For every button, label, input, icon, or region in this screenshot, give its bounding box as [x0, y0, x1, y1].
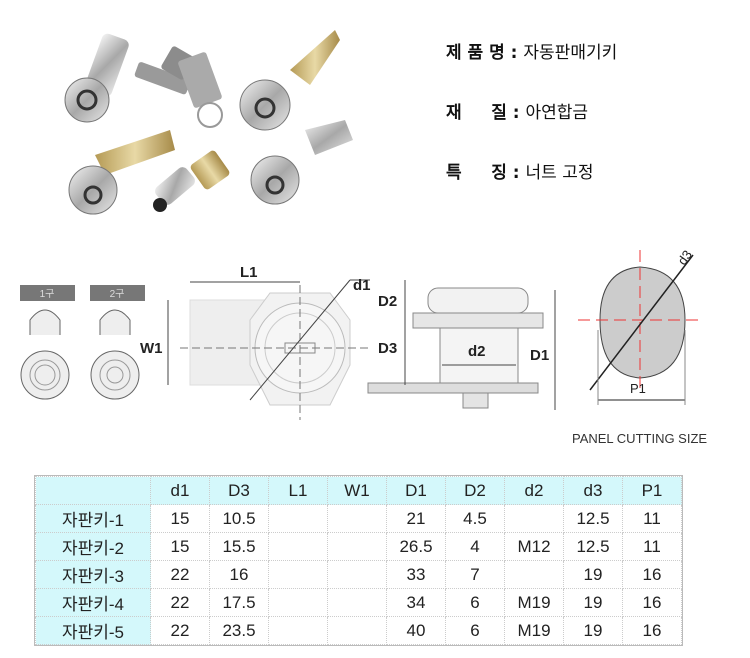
table-cell — [327, 588, 387, 617]
spec-product-name: 제 품 명 : 자동판매기키 — [446, 43, 618, 63]
table-cell: 22 — [150, 616, 210, 645]
cam-lock-photo-2 — [239, 30, 340, 131]
table-cell: 34 — [386, 588, 446, 617]
table-cell: 15 — [150, 532, 210, 561]
side-view — [367, 280, 556, 410]
column-header: d1 — [150, 476, 210, 505]
row-header: 자판키-4 — [35, 588, 151, 617]
table-cell: 16 — [209, 560, 269, 589]
table-cell — [504, 560, 564, 589]
table-cell: 6 — [445, 588, 505, 617]
row-header: 자판키-2 — [35, 532, 151, 561]
table-cell — [327, 532, 387, 561]
table-cell — [268, 588, 328, 617]
table-cell: 4.5 — [445, 504, 505, 533]
column-header: P1 — [622, 476, 682, 505]
column-header: D2 — [445, 476, 505, 505]
table-cell: 19 — [563, 560, 623, 589]
keys-photo — [134, 46, 223, 128]
column-header: D3 — [209, 476, 269, 505]
table-cell: M12 — [504, 532, 564, 561]
table-cell: 16 — [622, 616, 682, 645]
svg-text:2구: 2구 — [110, 289, 125, 300]
table-cell: 11 — [622, 532, 682, 561]
table-cell: 11 — [622, 504, 682, 533]
dimension-diagram: 1구 2구 L1 W1 — [20, 247, 707, 446]
cam-lock-photo-1 — [64, 33, 129, 123]
row-header: 자판키-3 — [35, 560, 151, 589]
label-W1: W1 — [140, 340, 163, 357]
table-cell: M19 — [504, 588, 564, 617]
table-cell: 15.5 — [209, 532, 269, 561]
table-cell: 12.5 — [563, 532, 623, 561]
row-header: 자판키-1 — [35, 504, 151, 533]
table-cell — [327, 504, 387, 533]
table-cell: 10.5 — [209, 504, 269, 533]
cam-lock-photo-3 — [68, 130, 175, 215]
spec-material: 재 질 : 아연합금 — [446, 103, 589, 123]
label-D2: D2 — [378, 293, 397, 310]
table-cell: 40 — [386, 616, 446, 645]
table-cell — [504, 504, 564, 533]
column-header: D1 — [386, 476, 446, 505]
panel-cutting-view — [578, 250, 700, 405]
panel-cutting-caption: PANEL CUTTING SIZE — [572, 431, 707, 446]
table-cell: M19 — [504, 616, 564, 645]
table-cell: 16 — [622, 588, 682, 617]
label-D1: D1 — [530, 347, 549, 364]
table-cell: 17.5 — [209, 588, 269, 617]
table-cell — [327, 616, 387, 645]
product-photos — [64, 30, 353, 215]
table-header-row: d1 D3 L1 W1 D1 D2 d2 d3 P1 — [35, 476, 682, 505]
table-cell — [268, 504, 328, 533]
label-d2: d2 — [468, 343, 486, 360]
label-d1: d1 — [353, 277, 371, 294]
table-cell: 7 — [445, 560, 505, 589]
table-cell: 19 — [563, 588, 623, 617]
label-L1: L1 — [240, 264, 258, 281]
column-header: d3 — [563, 476, 623, 505]
label-D3: D3 — [378, 340, 397, 357]
tubular-key-photo — [153, 150, 230, 212]
table-cell: 22 — [150, 560, 210, 589]
column-header: W1 — [327, 476, 387, 505]
type-2-icon: 2구 — [90, 285, 145, 400]
table-cell — [268, 616, 328, 645]
table-cell: 16 — [622, 560, 682, 589]
table-cell — [268, 532, 328, 561]
table-cell: 22 — [150, 588, 210, 617]
svg-text:1구: 1구 — [40, 289, 55, 300]
row-header: 자판키-5 — [35, 616, 151, 645]
header-corner — [35, 476, 151, 505]
table-cell: 33 — [386, 560, 446, 589]
table-cell: 21 — [386, 504, 446, 533]
front-view — [167, 279, 370, 420]
label-d3: d3 — [674, 247, 695, 267]
table-cell: 12.5 — [563, 504, 623, 533]
spec-feature: 특 징 : 너트 고정 — [446, 163, 594, 183]
column-header: L1 — [268, 476, 328, 505]
column-header: d2 — [504, 476, 564, 505]
table-cell — [268, 560, 328, 589]
table-cell: 26.5 — [386, 532, 446, 561]
label-P1: P1 — [630, 381, 646, 396]
table-cell: 6 — [445, 616, 505, 645]
cam-lock-photo-4 — [250, 120, 353, 205]
table-cell: 4 — [445, 532, 505, 561]
table-cell: 23.5 — [209, 616, 269, 645]
table-cell: 19 — [563, 616, 623, 645]
table-cell — [327, 560, 387, 589]
type-1-icon: 1구 — [20, 285, 75, 400]
table-cell: 15 — [150, 504, 210, 533]
